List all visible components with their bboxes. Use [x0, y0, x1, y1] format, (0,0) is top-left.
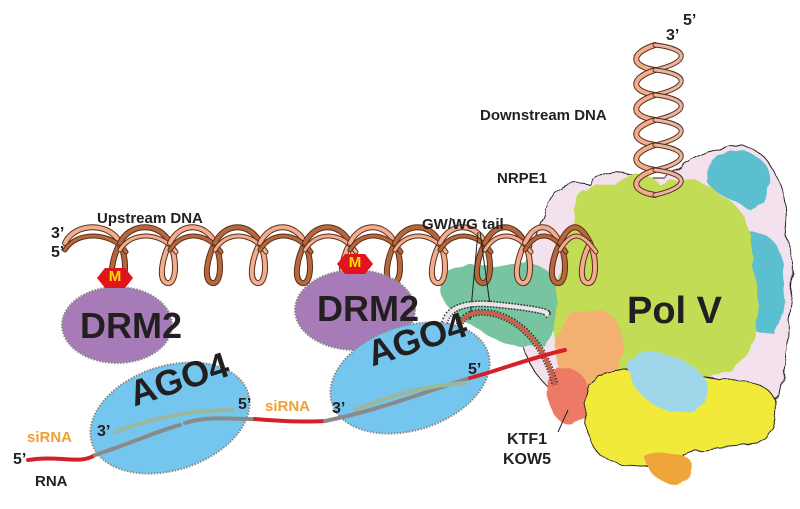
dna-strand-segment	[474, 241, 492, 285]
dna-strand-segment	[63, 225, 122, 245]
drm2-complex-1	[61, 286, 173, 364]
nrpe1-label: NRPE1	[497, 170, 548, 187]
ago4-1-3prime: 3’	[97, 423, 111, 440]
gw-wg-tail-label: GW/WG tail	[422, 216, 504, 233]
teal-domain-top	[705, 150, 771, 210]
orange-domain	[556, 310, 624, 385]
dna-strand-segment	[653, 43, 683, 72]
dna-strand-segment	[483, 225, 527, 245]
pol-v-complex	[440, 145, 794, 484]
dna-strand-segment	[303, 225, 352, 245]
methyl-letter: M	[348, 254, 362, 271]
methyl-mark-label-1: M	[100, 266, 130, 290]
dna-strand-segment	[438, 225, 487, 245]
dna-strand-segment	[348, 225, 397, 245]
pol-v-label: Pol V	[627, 290, 723, 332]
downstream-3prime-end: 3’	[666, 27, 680, 44]
dna-strand-segment	[159, 241, 177, 285]
rna-5prime-end: 5’	[13, 451, 27, 468]
ktf1-kow5-domain	[547, 368, 589, 424]
sirna-label-1: siRNA	[27, 429, 73, 446]
ktf1-label: KTF1	[507, 431, 547, 448]
dna-strand-segment	[558, 234, 598, 254]
dna-strand-segment	[549, 241, 567, 285]
dna-strand-segment	[579, 241, 597, 285]
upstream-dna-label: Upstream DNA	[97, 210, 203, 227]
ago4-2-3prime: 3’	[332, 400, 346, 417]
drm2-label-2: DRM2	[317, 288, 420, 329]
dna-strand-segment	[634, 93, 657, 122]
upstream-3prime-end: 3’	[51, 225, 65, 242]
dna-strand-segment	[294, 241, 312, 285]
downstream-dna-helix	[633, 42, 684, 198]
dna-strand-segment	[634, 168, 657, 197]
dna-strand-segment	[249, 241, 267, 285]
rna-label: RNA	[35, 473, 68, 490]
dna-strand-segment	[634, 118, 657, 147]
sirna-label-2: siRNA	[265, 398, 311, 415]
upstream-5prime-end: 5’	[51, 244, 65, 261]
methyl-mark-label-2: M	[340, 252, 370, 276]
dna-strand-segment	[634, 43, 657, 72]
dna-strand-segment	[634, 143, 657, 172]
dna-strand-segment	[213, 225, 262, 245]
downstream-dna-label: Downstream DNA	[480, 107, 607, 124]
dna-strand-segment	[514, 241, 532, 285]
dna-strand-segment	[168, 225, 217, 245]
sirna-guide-strands	[113, 381, 467, 434]
ago4-2-5prime: 5’	[468, 361, 482, 378]
dark-orange-domain	[645, 452, 692, 484]
drm2-label-1: DRM2	[80, 305, 183, 346]
ago4-1-5prime: 5’	[238, 396, 252, 413]
dna-strand-segment	[653, 93, 683, 122]
dna-strand-segment	[653, 68, 683, 97]
kow5-label: KOW5	[503, 451, 551, 468]
methyl-mark-2	[337, 254, 373, 274]
methyl-letter: M	[108, 268, 122, 285]
methyl-mark-1	[97, 268, 133, 288]
dna-strand-segment	[653, 118, 683, 147]
dna-strand-segment	[653, 168, 683, 197]
dna-strand-segment	[429, 241, 447, 285]
dna-strand-segment	[118, 225, 172, 245]
light-blue-domain	[628, 351, 708, 412]
dna-strand-segment	[258, 225, 307, 245]
dna-strand-segment	[634, 68, 657, 97]
dna-strand-segment	[558, 225, 592, 245]
downstream-5prime-end: 5’	[683, 12, 697, 29]
dna-strand-segment	[204, 241, 222, 285]
dna-strand-segment	[393, 225, 442, 245]
dna-strand-segment	[523, 225, 562, 245]
dna-strand-segment	[653, 143, 683, 172]
